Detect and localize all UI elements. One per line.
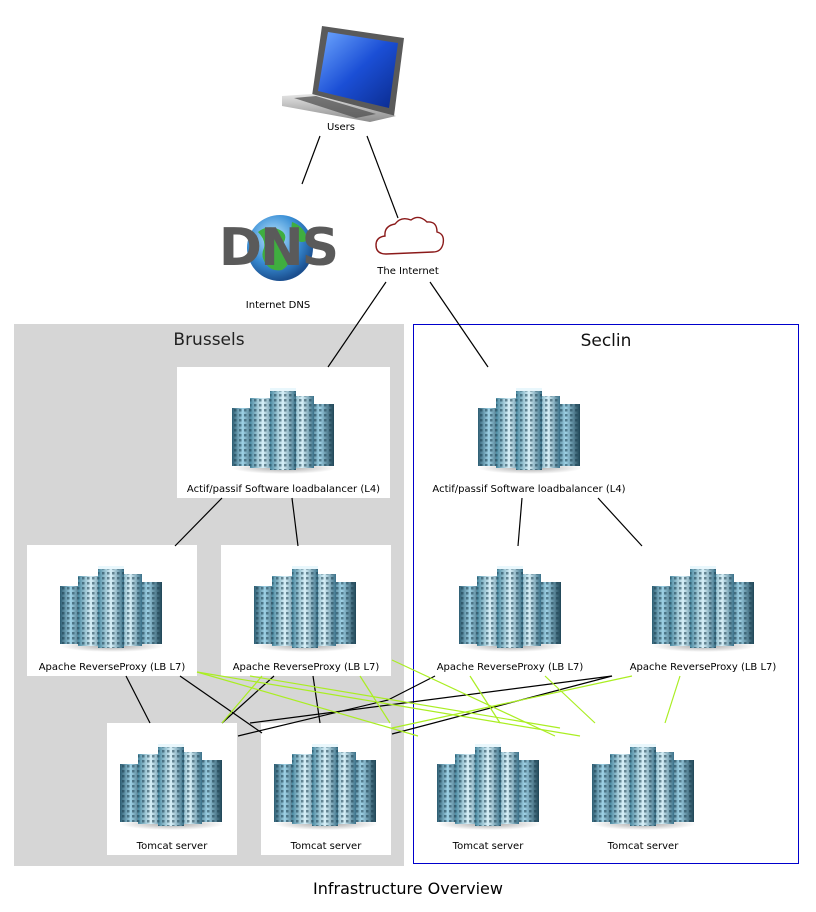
brussels-tomcat-1: Tomcat server xyxy=(107,841,237,852)
seclin-proxy-2-label: Apache ReverseProxy (LB L7) xyxy=(629,662,777,673)
server-cluster-icon xyxy=(474,388,584,474)
server-cluster-icon xyxy=(228,388,338,474)
internet-node: The Internet xyxy=(368,214,448,284)
brussels-proxy-2: Apache ReverseProxy (LB L7) xyxy=(221,662,391,673)
brussels-tomcat-1-label: Tomcat server xyxy=(136,841,208,852)
brussels-proxy-2-label: Apache ReverseProxy (LB L7) xyxy=(232,662,380,673)
server-cluster-icon xyxy=(270,744,380,830)
internet-label: The Internet xyxy=(377,266,439,277)
seclin-tomcat-2: Tomcat server xyxy=(578,841,708,852)
seclin-proxy-2: Apache ReverseProxy (LB L7) xyxy=(618,662,788,673)
brussels-proxy-1-label: Apache ReverseProxy (LB L7) xyxy=(38,662,186,673)
seclin-tomcat-2-label: Tomcat server xyxy=(607,841,679,852)
server-cluster-icon xyxy=(250,566,360,652)
laptop-icon xyxy=(282,26,404,122)
seclin-proxy-1-label: Apache ReverseProxy (LB L7) xyxy=(436,662,584,673)
brussels-loadbalancer: Actif/passif Software loadbalancer (L4) xyxy=(177,484,390,495)
brussels-tomcat-2: Tomcat server xyxy=(261,841,391,852)
server-cluster-icon xyxy=(588,744,698,830)
secondary-links xyxy=(196,659,681,737)
primary-links xyxy=(125,135,643,737)
globe-icon xyxy=(247,215,313,281)
cloud-icon xyxy=(375,216,445,255)
server-cluster-icon xyxy=(648,566,758,652)
brussels-tomcat-2-label: Tomcat server xyxy=(290,841,362,852)
seclin-tomcat-1: Tomcat server xyxy=(423,841,553,852)
diagram-title: Infrastructure Overview xyxy=(313,879,503,898)
brussels-loadbalancer-label: Actif/passif Software loadbalancer (L4) xyxy=(186,484,381,495)
region-title-seclin: Seclin xyxy=(580,331,632,351)
server-cluster-icon xyxy=(433,744,543,830)
users-node: Users xyxy=(276,24,406,133)
seclin-loadbalancer-label: Actif/passif Software loadbalancer (L4) xyxy=(432,484,626,495)
dns-logo-text: DNS xyxy=(218,218,339,278)
dns-node: DNS Internet DNS xyxy=(214,212,342,316)
server-cluster-icon xyxy=(56,566,166,652)
server-cluster-icon xyxy=(116,744,226,830)
seclin-tomcat-1-label: Tomcat server xyxy=(452,841,524,852)
region-title-brussels: Brussels xyxy=(173,330,245,350)
seclin-proxy-1: Apache ReverseProxy (LB L7) xyxy=(425,662,595,673)
seclin-loadbalancer: Actif/passif Software loadbalancer (L4) xyxy=(418,484,640,495)
server-cluster-icon xyxy=(455,566,565,652)
users-label: Users xyxy=(326,122,355,133)
brussels-proxy-1: Apache ReverseProxy (LB L7) xyxy=(27,662,197,673)
dns-label: Internet DNS xyxy=(245,300,311,311)
